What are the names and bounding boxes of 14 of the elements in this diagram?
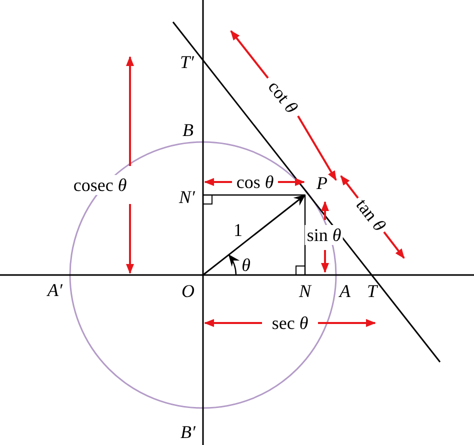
point-label: N (298, 281, 313, 301)
length-label: 1 (232, 220, 244, 240)
point-label: N′ (178, 187, 196, 207)
point-label: A′ (46, 280, 64, 300)
measure-label: sin θ (304, 225, 344, 245)
point-label: T (366, 281, 379, 301)
point-label: O (180, 281, 196, 301)
point-label: T′ (179, 52, 195, 72)
point-label: P (316, 173, 328, 193)
point-label: A (338, 281, 352, 301)
point-label: B (182, 120, 194, 140)
measure-label: cosec θ (71, 175, 129, 195)
angle-label: θ (240, 255, 252, 275)
point-label: B′ (180, 422, 196, 442)
